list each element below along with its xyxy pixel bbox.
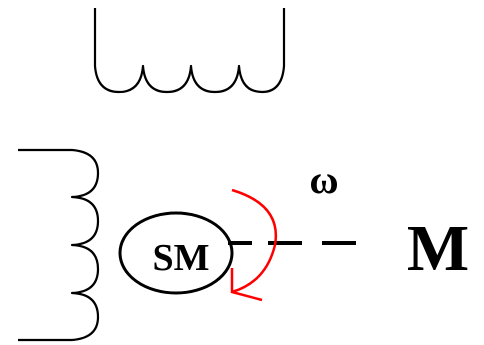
left-winding [18,148,100,342]
rotor-ellipse [118,211,234,295]
rotation-arrow-head [230,268,263,302]
top-winding-coil [93,8,286,94]
left-winding-coil [18,148,100,342]
top-winding [93,8,286,94]
omega-label: ω [309,157,338,202]
rotor: SM [118,211,234,295]
rotation-arrow [230,188,278,302]
rotor-label: SM [153,237,210,279]
load-label: M [407,212,469,285]
rotation-arrow-arc [231,188,278,294]
